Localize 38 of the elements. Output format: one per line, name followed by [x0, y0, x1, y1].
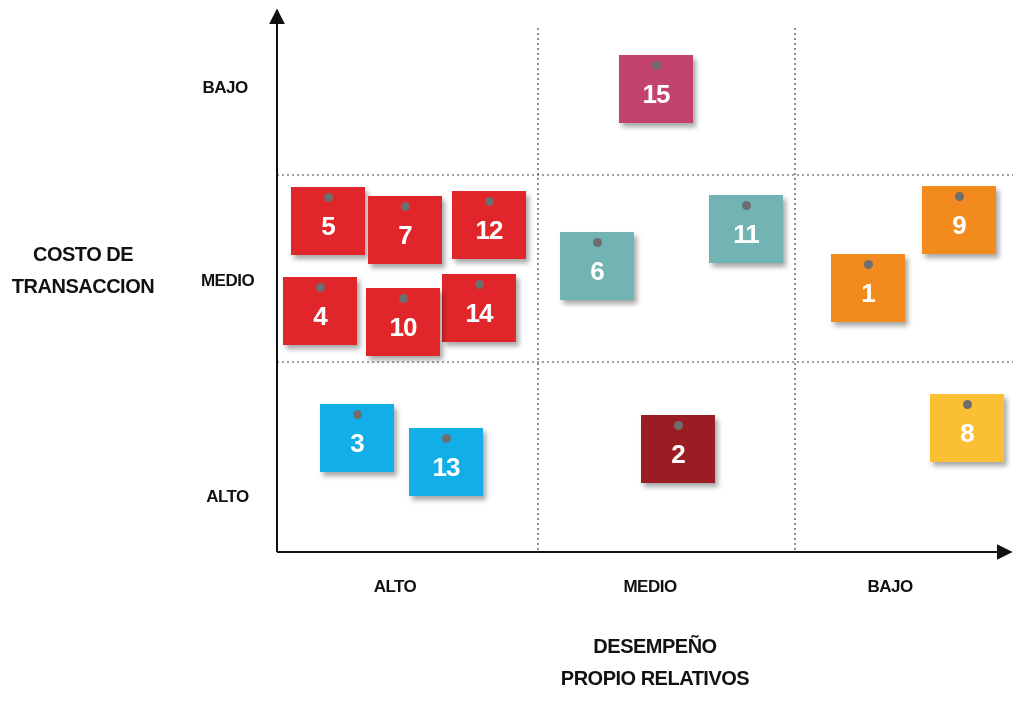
sticky-note [560, 232, 634, 300]
note-number: 12 [475, 214, 503, 246]
sticky-note [442, 274, 516, 342]
note-number: 10 [389, 311, 417, 343]
note-number: 4 [313, 300, 327, 332]
sticky-note [619, 55, 693, 123]
note-number: 6 [590, 255, 604, 287]
note-number: 15 [642, 78, 670, 110]
note-number: 14 [465, 297, 493, 329]
note-number: 13 [432, 451, 460, 483]
sticky-note [366, 288, 440, 356]
sticky-note [922, 186, 996, 254]
sticky-note [291, 187, 365, 255]
note-number: 5 [321, 210, 335, 242]
sticky-note [409, 428, 483, 496]
note-number: 3 [350, 427, 364, 459]
axis-label: ALTO [205, 486, 250, 508]
sticky-note [452, 191, 526, 259]
sticky-note [709, 195, 783, 263]
axis-label: MEDIO [622, 576, 678, 598]
sticky-note [930, 394, 1004, 462]
note-number: 11 [733, 218, 759, 250]
note-number: 9 [952, 209, 966, 241]
note-number: 8 [960, 417, 974, 449]
note-number: 2 [671, 438, 685, 470]
axis-label: BAJO [866, 576, 914, 598]
sticky-note [368, 196, 442, 264]
note-number: 1 [861, 277, 875, 309]
note-number: 7 [398, 219, 412, 251]
axis-label: BAJO [201, 77, 249, 99]
axis-label: DESEMPEÑO PROPIO RELATIVOS [559, 634, 751, 691]
sticky-note [641, 415, 715, 483]
sticky-note [831, 254, 905, 322]
axis-label: COSTO DE TRANSACCION [10, 242, 156, 299]
sticky-note [283, 277, 357, 345]
axis-label: MEDIO [199, 270, 256, 292]
axis-label: ALTO [372, 576, 418, 598]
sticky-note [320, 404, 394, 472]
